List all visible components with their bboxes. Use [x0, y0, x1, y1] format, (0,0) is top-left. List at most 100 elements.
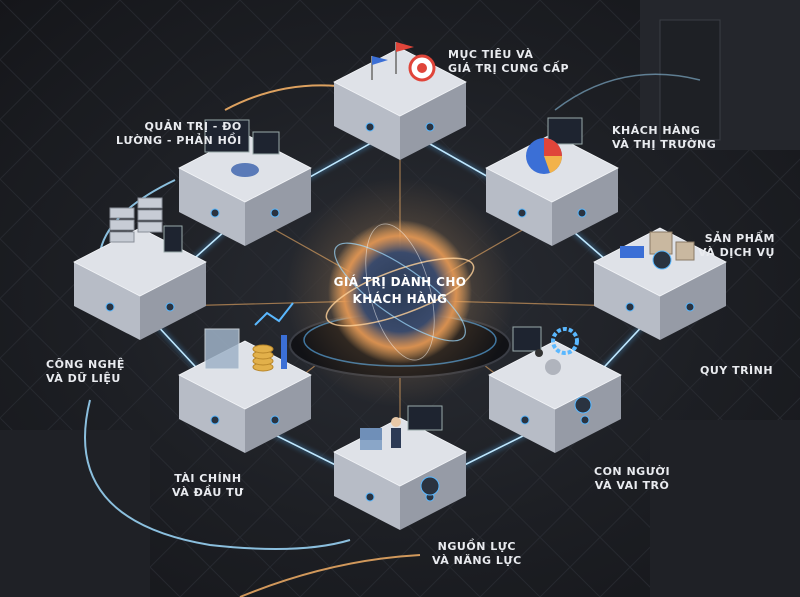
label-products-line2: VÀ DỊCH VỤ [698, 246, 775, 259]
block-governance [178, 119, 312, 246]
arc-bottom [239, 554, 421, 597]
grid-line [0, 0, 241, 240]
label-customers: KHÁCH HÀNG VÀ THỊ TRƯỜNG [612, 124, 716, 152]
stack-icon [360, 440, 382, 450]
center-title: GIÁ TRỊ DÀNH CHO KHÁCH HÀNG [318, 274, 482, 308]
block-side-left [334, 452, 400, 530]
screen-icon [407, 405, 443, 431]
label-governance: QUẢN TRỊ - ĐO LƯỜNG - PHẢN HỒI [116, 120, 242, 148]
block-process [488, 326, 622, 453]
gear-icon [545, 359, 561, 375]
label-resources-line2: VÀ NĂNG LỰC [432, 554, 522, 567]
block-port [580, 415, 590, 425]
center-title-line2: KHÁCH HÀNG [352, 292, 448, 306]
gear-icon [551, 327, 579, 355]
bg-tower-panel [659, 19, 721, 141]
vault-icon [204, 328, 240, 370]
block-side-left [489, 375, 555, 453]
label-tech: CÔNG NGHỆ VÀ DỮ LIỆU [46, 358, 125, 386]
flag-icon [396, 42, 414, 52]
label-tech-line2: VÀ DỮ LIỆU [46, 372, 121, 385]
grid-line [0, 0, 301, 300]
bar-icon [281, 335, 287, 369]
label-resources: NGUỒN LỰC VÀ NĂNG LỰC [432, 540, 522, 568]
server-icon [109, 219, 135, 231]
package-icon [675, 241, 695, 261]
truck-icon [620, 246, 644, 258]
dashboard-icon [204, 119, 250, 153]
label-governance-line2: LƯỜNG - PHẢN HỒI [116, 134, 242, 147]
block-side-right [245, 168, 311, 246]
label-people-line1: CON NGƯỜI [594, 465, 671, 478]
user-icon [535, 349, 543, 357]
monitor-icon [547, 117, 583, 145]
label-goals: MỤC TIÊU VÀ GIÁ TRỊ CUNG CẤP [448, 48, 569, 76]
label-finance: TÀI CHÍNH VÀ ĐẦU TƯ [172, 472, 244, 500]
label-products-line1: SẢN PHẨM [704, 232, 775, 245]
block-port [365, 492, 375, 502]
block-products [593, 227, 727, 340]
monitor-icon [512, 326, 542, 352]
node-blocks [73, 42, 727, 530]
block-port [577, 208, 587, 218]
pie-chart-icon [544, 138, 562, 156]
orb [328, 220, 472, 364]
arc-bottom-left [84, 399, 351, 550]
block-customers [485, 117, 619, 246]
block-side-right [140, 262, 206, 340]
block-side-right [552, 168, 618, 246]
grid-line [0, 0, 181, 180]
server-icon [137, 209, 163, 221]
block-port [105, 302, 115, 312]
block-side-left [179, 375, 245, 453]
grid-line [0, 0, 361, 359]
block-resources [333, 405, 467, 530]
dashboard-icon [252, 131, 280, 155]
block-port [425, 122, 435, 132]
center-title-line1: GIÁ TRỊ DÀNH CHO [333, 275, 467, 289]
block-side-left [594, 262, 660, 340]
arc-top-right [554, 73, 701, 111]
block-finance [178, 302, 312, 453]
block-side-right [555, 375, 621, 453]
person-icon [391, 428, 401, 448]
person-icon [391, 417, 401, 427]
grid-line [539, 337, 800, 597]
label-finance-line2: VÀ ĐẦU TƯ [172, 486, 244, 499]
server-icon [109, 207, 135, 219]
block-side-left [179, 168, 245, 246]
label-process: QUY TRÌNH [700, 364, 773, 378]
block-port [625, 302, 635, 312]
server-icon [137, 197, 163, 209]
orb-ring-2 [334, 242, 466, 342]
block-port [520, 415, 530, 425]
pie-icon [231, 163, 259, 177]
orb-ring-1 [325, 257, 475, 327]
bg-panel-right [650, 420, 800, 597]
pie-chart-icon [544, 156, 562, 173]
grid-line [0, 0, 121, 121]
block-port [210, 208, 220, 218]
label-people: CON NGƯỜI VÀ VAI TRÒ [594, 465, 670, 493]
orb-ring-3 [365, 223, 435, 361]
grid-line [0, 297, 301, 597]
server-icon [137, 221, 163, 233]
gear-icon [652, 250, 672, 270]
label-customers-line1: KHÁCH HÀNG [612, 124, 701, 137]
block-port [270, 208, 280, 218]
block-port [517, 208, 527, 218]
block-goals [333, 42, 467, 160]
block-port [210, 415, 220, 425]
flag-icon [372, 56, 388, 65]
block-side-left [74, 262, 140, 340]
block-port [270, 415, 280, 425]
block-top [488, 340, 622, 410]
grid-line [479, 277, 800, 597]
coins-icon [252, 344, 274, 354]
label-goals-line2: GIÁ TRỊ CUNG CẤP [448, 62, 570, 75]
block-tech [73, 197, 207, 340]
server-icon [109, 231, 135, 243]
block-port [365, 122, 375, 132]
